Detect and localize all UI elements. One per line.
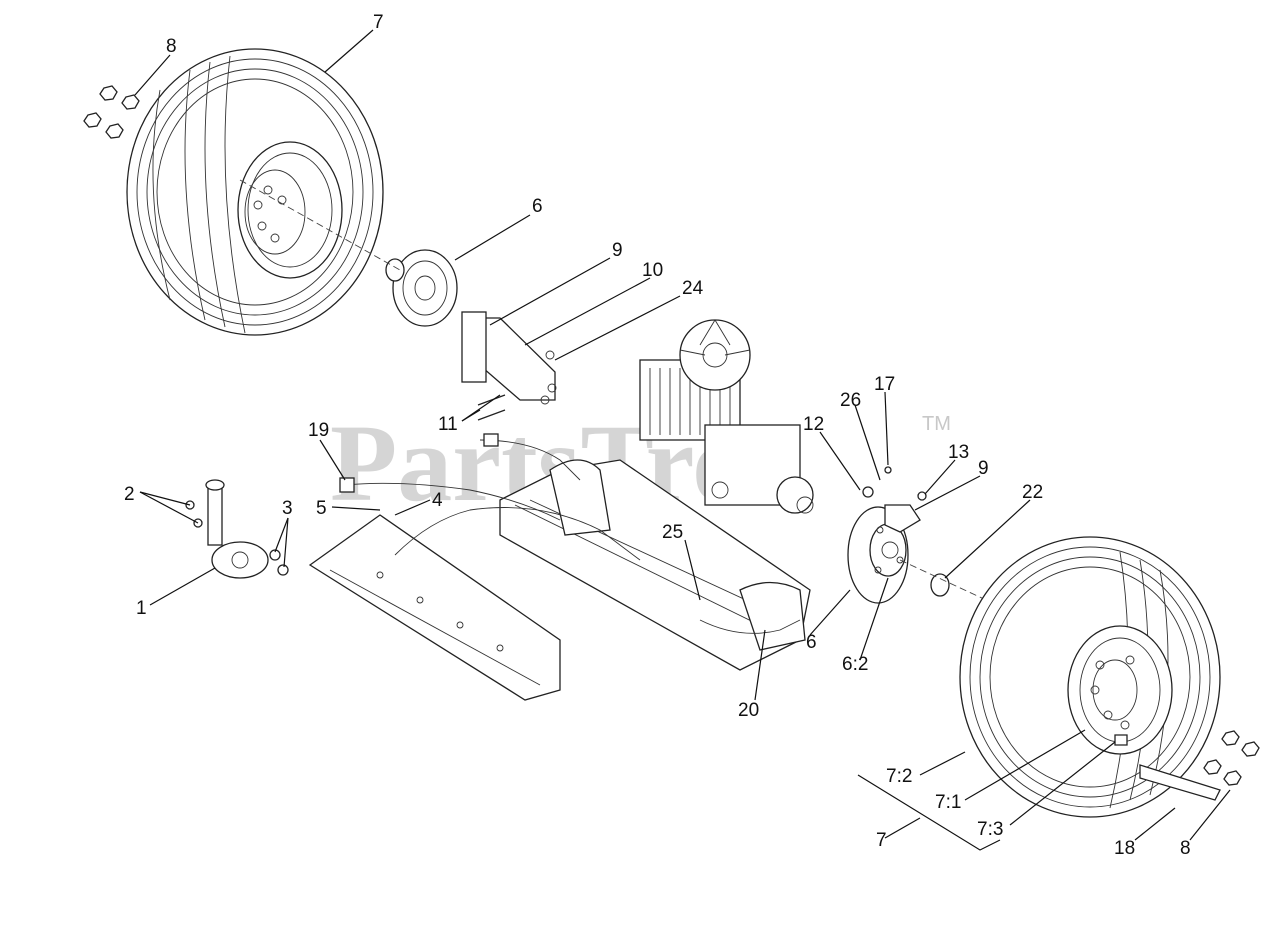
floor-plate[interactable] (308, 514, 561, 701)
callout-8-top: 8 (166, 36, 177, 57)
callout-7-2: 7:2 (886, 766, 912, 787)
callout-9-top: 9 (612, 240, 623, 261)
transaxle[interactable] (639, 319, 814, 514)
callout-24: 24 (682, 278, 704, 299)
callout-5: 5 (316, 498, 327, 519)
cable-harness[interactable] (339, 433, 801, 634)
callout-7-1: 7:1 (935, 792, 961, 813)
callout-3: 3 (282, 498, 293, 519)
callout-22: 22 (1022, 482, 1043, 503)
spindle-assembly[interactable] (185, 479, 289, 579)
callout-7-top: 7 (373, 12, 384, 33)
hub-right[interactable] (847, 466, 1041, 626)
callout-2: 2 (124, 484, 135, 505)
callout-10: 10 (642, 260, 663, 281)
chassis-frame[interactable] (499, 459, 811, 671)
leader-lines (134, 29, 1231, 841)
bracket-7-group (857, 774, 1001, 851)
callout-18: 18 (1114, 838, 1135, 859)
callout-8-bottom: 8 (1180, 838, 1191, 859)
callout-6-top: 6 (532, 196, 543, 217)
callout-9-right: 9 (978, 458, 989, 479)
callout-7-3: 7:3 (977, 819, 1003, 840)
callout-19: 19 (308, 420, 329, 441)
callout-1: 1 (136, 598, 147, 619)
lug-nuts-top-left[interactable] (83, 85, 140, 139)
callout-17: 17 (874, 374, 895, 395)
callout-20: 20 (738, 700, 759, 721)
callout-12: 12 (803, 414, 824, 435)
lug-nuts-bottom-right[interactable] (1203, 730, 1260, 786)
hub-top-left[interactable] (239, 179, 458, 327)
callout-7-bottom: 7 (876, 830, 887, 851)
callout-25: 25 (662, 522, 683, 543)
watermark-trademark: TM (922, 413, 951, 435)
callout-26: 26 (840, 390, 861, 411)
wheel-bottom-right[interactable] (959, 536, 1221, 818)
callout-6-2: 6:2 (842, 654, 868, 675)
callout-13: 13 (948, 442, 969, 463)
callout-11: 11 (438, 414, 458, 435)
callout-labels: 7 8 6 9 10 24 11 19 2 3 5 4 1 26 17 12 1… (124, 12, 1191, 859)
callout-4: 4 (432, 490, 443, 511)
wheel-top-left[interactable] (126, 48, 384, 336)
brake-bracket-left[interactable] (461, 311, 557, 421)
callout-6-right: 6 (806, 632, 817, 653)
